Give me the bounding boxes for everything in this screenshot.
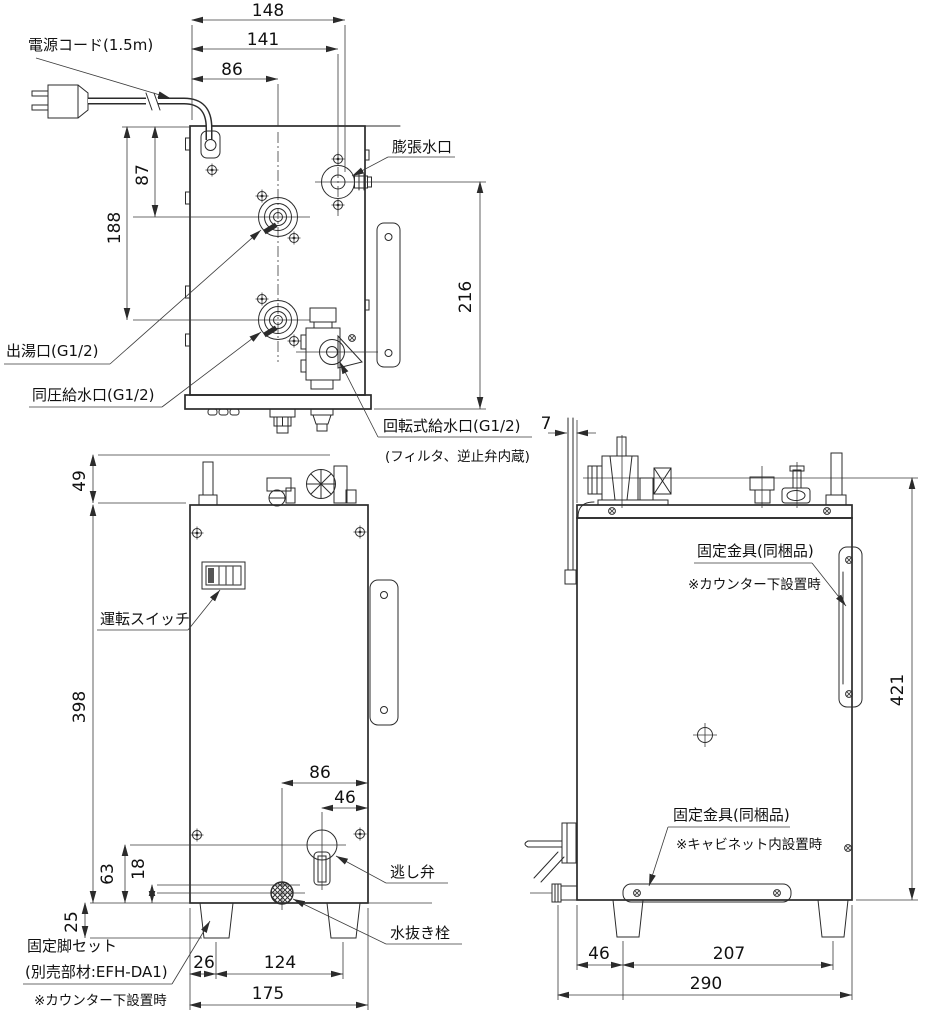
expansion-port: [315, 148, 486, 216]
dim-7: 7: [541, 414, 552, 434]
hot-water-outlet-port: [133, 189, 310, 245]
back-foot-right: [326, 902, 361, 939]
dim-86-top: 86: [221, 60, 243, 80]
label-bracket-bottom-note: ※キャビネット内設置時: [676, 837, 823, 853]
side-power-cord: [564, 417, 595, 585]
label-bracket-bottom: 固定金具(同梱品): [673, 806, 790, 824]
center-hole: [693, 723, 717, 747]
front-dimensions: 148 141 86 87 188 216: [105, 1, 486, 410]
side-dimensions: 7 421 46 207 290: [541, 414, 918, 1000]
label-expansion-port: 膨張水口: [392, 138, 452, 156]
side-foot-left: [612, 899, 644, 938]
side-left-fittings: [524, 822, 578, 903]
side-top-fittings: [583, 435, 918, 508]
dim-175: 175: [252, 984, 284, 1004]
label-operation-switch: 運転スイッチ: [100, 610, 190, 628]
back-top-fittings: [198, 461, 357, 507]
dim-148: 148: [252, 1, 284, 21]
power-plug: [31, 84, 89, 119]
dim-18: 18: [129, 858, 149, 880]
label-bracket-top-note: ※カウンター下設置時: [688, 577, 821, 593]
front-view: 148 141 86 87 188 216 電源コード(1.5m) 膨張水口 出…: [4, 1, 532, 465]
label-drain-plug: 水抜き栓: [390, 924, 450, 942]
label-rotary-inlet: 回転式給水口(G1/2): [383, 417, 520, 435]
side-bracket-vertical: [838, 546, 863, 708]
rotary-inlet-valve: [296, 307, 378, 390]
back-labels: 運転スイッチ 逃し弁 水抜き栓 固定脚セット (別売部材:EFH-DA1) ※カ…: [23, 589, 462, 1009]
dim-87: 87: [133, 164, 153, 186]
side-foot-right: [817, 899, 849, 938]
bottom-fittings: [207, 408, 334, 434]
label-equal-pressure-inlet: 同圧給水口(G1/2): [32, 386, 154, 404]
front-labels: 電源コード(1.5m) 膨張水口 出湯口(G1/2) 同圧給水口(G1/2) 回…: [4, 36, 532, 465]
dim-46-side: 46: [588, 944, 610, 964]
back-dimensions: 49 398 86 46 63 18 25 26 124 175: [62, 454, 369, 1010]
relief-valve: [130, 812, 346, 890]
equal-pressure-inlet-port: [133, 292, 310, 348]
label-hot-water-outlet: 出湯口(G1/2): [6, 342, 98, 360]
label-rotary-inlet-note: (フィルタ、逆止弁内蔵): [385, 449, 530, 465]
label-fixing-leg-2: (別売部材:EFH-DA1): [25, 963, 168, 981]
dim-63: 63: [98, 863, 118, 885]
dim-49: 49: [70, 470, 90, 492]
power-cord: [88, 92, 213, 140]
dim-86-back: 86: [309, 763, 331, 783]
dim-26: 26: [193, 953, 215, 973]
side-handle-bracket: [376, 222, 401, 368]
operation-switch[interactable]: [201, 561, 246, 590]
dim-141: 141: [247, 30, 279, 50]
back-side-bracket: [369, 579, 399, 726]
side-bracket-bottom: [622, 883, 792, 903]
label-bracket-top: 固定金具(同梱品): [697, 542, 814, 560]
cord-grommet: [200, 130, 221, 159]
side-view: 7 421 46 207 290 固定金具(同梱品) ※カウンター下設置時 固定…: [524, 414, 918, 1000]
dim-290: 290: [690, 974, 722, 994]
dim-124: 124: [264, 953, 296, 973]
dim-25: 25: [62, 911, 82, 933]
dim-207: 207: [713, 944, 745, 964]
side-labels: 固定金具(同梱品) ※カウンター下設置時 固定金具(同梱品) ※キャビネット内設…: [648, 542, 847, 887]
drain-plug: [157, 788, 305, 910]
label-power-cord: 電源コード(1.5m): [28, 36, 153, 54]
dim-46-back: 46: [334, 788, 356, 808]
dim-421: 421: [888, 674, 908, 706]
label-fixing-leg-3: ※カウンター下設置時: [34, 993, 167, 1009]
dim-398: 398: [70, 691, 90, 723]
dim-188: 188: [105, 212, 125, 244]
label-relief-valve: 逃し弁: [390, 863, 435, 881]
label-fixing-leg-1: 固定脚セット: [27, 937, 117, 955]
dim-216: 216: [456, 281, 476, 313]
back-view: 49 398 86 46 63 18 25 26 124 175: [23, 454, 462, 1010]
